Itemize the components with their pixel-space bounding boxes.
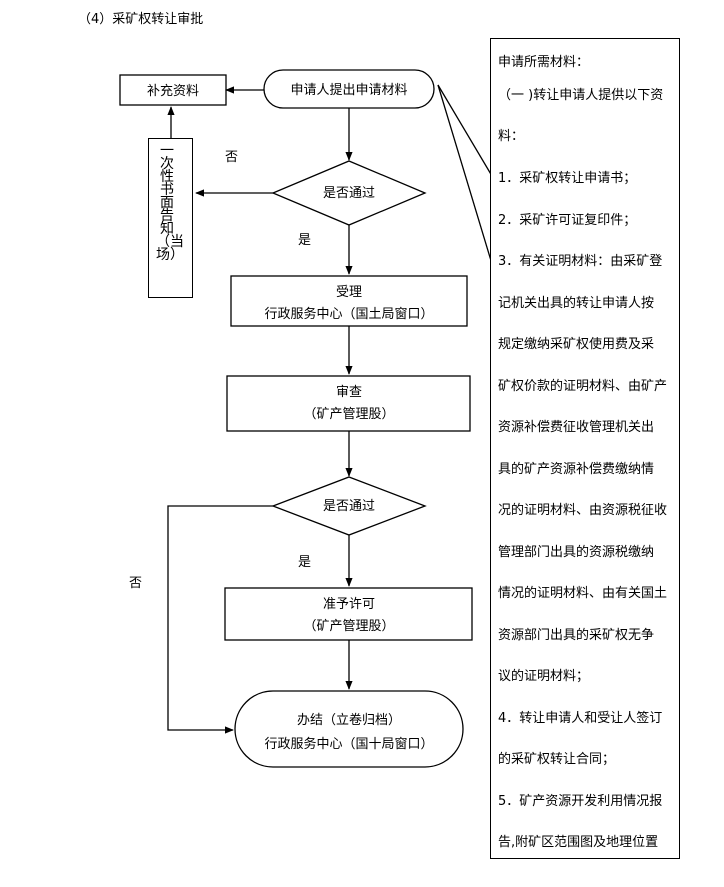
- finish-node: [234, 690, 464, 768]
- decision1-label: 是否通过: [323, 186, 375, 201]
- materials-line: 记机关出具的转让申请人按: [498, 296, 655, 311]
- materials-line: 管理部门出具的资源税缴纳: [498, 545, 655, 560]
- permit-sub: （矿产管理股）: [303, 619, 394, 634]
- materials-line: 3．有关证明材料：由采矿登: [498, 254, 663, 269]
- permit-box: [224, 587, 473, 641]
- permit-title: 准予许可: [323, 597, 375, 612]
- materials-line: 料：: [498, 129, 525, 144]
- accept-title: 受理: [336, 285, 362, 300]
- arrow-decision2-finish: [167, 505, 273, 734]
- callout-line-top: [437, 84, 493, 177]
- materials-line: 规定缴纳采矿权使用费及采: [498, 337, 655, 352]
- accept-sub: 行政服务中心（国土局窗口）: [264, 306, 433, 322]
- review-sub: （矿产管理股）: [303, 407, 394, 422]
- materials-line: 具的矿产资源补偿费缴纳情: [498, 462, 655, 477]
- materials-line: 矿权价款的证明材料、由矿产: [498, 379, 668, 394]
- supplement-label: 补充资料: [147, 83, 199, 99]
- materials-line: 申请所需材料：: [498, 55, 590, 70]
- label-yes-1: 是: [298, 233, 311, 248]
- materials-line: （一 )转让申请人提供以下资: [498, 88, 664, 103]
- label-yes-2: 是: [298, 555, 311, 570]
- callout-line-bottom: [437, 84, 493, 265]
- finish-title: 办结（立卷归档）: [297, 712, 401, 728]
- materials-line: 2．采矿许可证复印件；: [498, 213, 637, 228]
- materials-line: 资源部门出具的采矿权无争: [498, 628, 655, 643]
- label-no-1: 否: [225, 150, 238, 165]
- materials-line: 情况的证明材料、由有关国土: [498, 586, 668, 601]
- finish-sub: 行政服务中心（国十局窗口）: [264, 736, 433, 752]
- materials-line: 5．矿产资源开发利用情况报: [498, 794, 663, 809]
- materials-line: 资源补偿费征收管理机关出: [498, 420, 655, 435]
- materials-panel: 申请所需材料： （一 )转让申请人提供以下资 料： 1．采矿权转让申请书； 2．…: [490, 38, 680, 859]
- materials-line: 告,附矿区范围图及地理位置: [498, 835, 659, 850]
- apply-label: 申请人提出申请材料: [290, 82, 407, 98]
- materials-line: 的采矿权转让合同；: [498, 752, 616, 767]
- materials-line: 况的证明材料、由资源税征收: [498, 503, 668, 518]
- materials-line: 议的证明材料；: [498, 669, 590, 684]
- materials-line: 1．采矿权转让申请书；: [498, 171, 637, 186]
- label-no-2: 否: [129, 576, 142, 591]
- decision2-label: 是否通过: [323, 499, 375, 514]
- notice-label: 一次性书面告知（当场）: [156, 143, 184, 263]
- notice-box: 一次性书面告知（当场）: [148, 138, 193, 298]
- review-title: 审查: [336, 385, 362, 400]
- materials-line: 4．转让申请人和受让人签订: [498, 711, 663, 726]
- page-heading: （4）采矿权转让审批: [78, 12, 204, 27]
